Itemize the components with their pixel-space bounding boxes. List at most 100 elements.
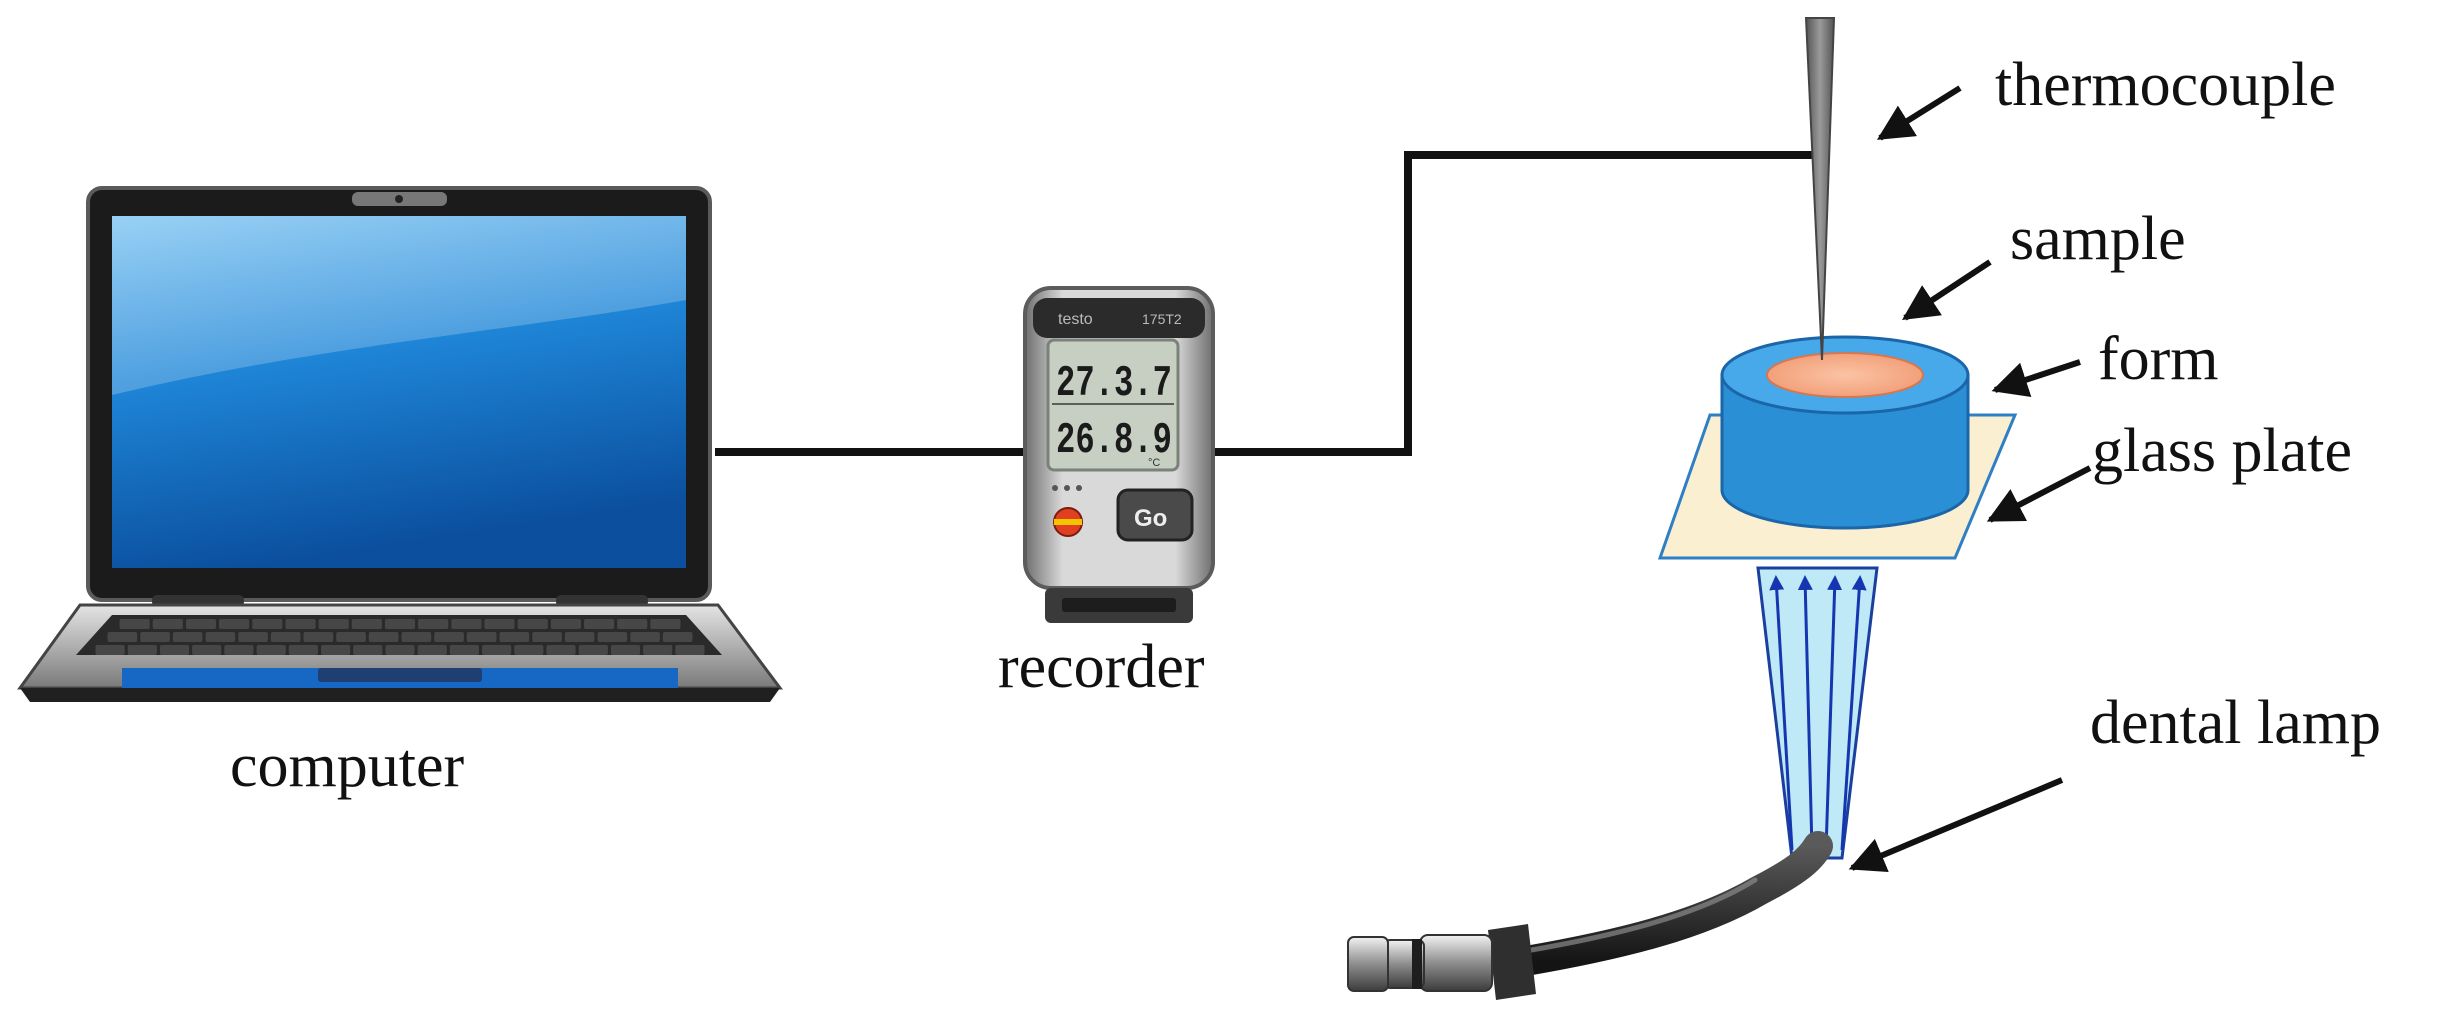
label-computer: computer: [230, 732, 465, 800]
thermocouple-probe: [1804, 17, 1836, 361]
arrow-dental-lamp: [1848, 777, 2064, 873]
label-sample: sample: [2010, 205, 2186, 273]
keyboard-key: [650, 619, 681, 629]
light-ray-left: [1769, 575, 1794, 851]
recorder-device: testo 175T2 27.3.7 26.8.9 °C Go: [1023, 286, 1215, 623]
label-dental-lamp: dental lamp: [2090, 689, 2381, 757]
keyboard-key: [336, 632, 366, 642]
recorder-brand: testo: [1058, 311, 1093, 328]
keyboard-key: [434, 632, 464, 642]
keyboard-key: [610, 645, 641, 655]
keyboard-key: [353, 645, 383, 655]
lamp-hose-highlight: [1517, 877, 1758, 955]
light-ray-center-left: [1797, 575, 1814, 851]
light-rays: [1769, 575, 1867, 851]
keyboard-key: [466, 632, 497, 642]
keyboard-key: [417, 645, 447, 655]
keyboard-key: [318, 619, 349, 629]
lcd-unit: °C: [1148, 457, 1160, 469]
label-glass-plate: glass plate: [2092, 417, 2352, 485]
arrow-sample: [1901, 259, 1992, 321]
recorder-model: 175T2: [1142, 311, 1182, 327]
laptop-trim: [20, 688, 780, 702]
keyboard-key: [185, 619, 217, 629]
keyboard-key: [107, 632, 138, 642]
form-cylinder: [1720, 335, 1970, 530]
status-led-3: [1076, 485, 1082, 491]
keyboard-key: [385, 645, 415, 655]
keyboard-key: [643, 645, 673, 655]
keyboard-key: [675, 645, 705, 655]
go-button-label: Go: [1134, 505, 1167, 532]
keyboard-key: [119, 619, 150, 629]
light-ray-right: [1840, 575, 1867, 851]
status-led-1: [1052, 485, 1058, 491]
keyboard-key: [288, 645, 318, 655]
lamp-collar: [1488, 924, 1536, 1000]
laptop-screen: [112, 216, 686, 568]
keyboard-key: [532, 632, 562, 642]
connector-slot: [1062, 598, 1176, 612]
label-thermocouple: thermocouple: [1995, 51, 2336, 119]
keyboard-key: [152, 619, 183, 629]
keyboard-key: [662, 632, 693, 642]
status-led-2: [1064, 485, 1070, 491]
dental-lamp: [1347, 831, 1833, 1000]
lamp-handle-cap: [1412, 939, 1422, 989]
arrow-form: [1991, 359, 2081, 397]
keyboard-key: [546, 645, 576, 655]
keyboard-key: [418, 619, 449, 629]
light-cone: [1756, 566, 1879, 860]
keyboard-key: [321, 645, 351, 655]
keyboard-key: [192, 645, 222, 655]
keyboard-key: [351, 619, 382, 629]
arrow-thermocouple: [1876, 85, 1962, 141]
keyboard-key: [482, 645, 512, 655]
keyboard-keys: [95, 619, 705, 655]
keyboard-key: [484, 619, 515, 629]
label-form: form: [2098, 325, 2219, 393]
keyboard-key: [205, 632, 236, 642]
keyboard-key: [159, 645, 190, 655]
lamp-handle-section-1: [1419, 934, 1493, 992]
sample-disc: [1766, 352, 1924, 398]
keyboard-key: [127, 645, 157, 655]
keyboard-key: [285, 619, 316, 629]
keyboard-key: [451, 619, 482, 629]
recorder-top-band: [1033, 298, 1205, 338]
keyboard-key: [219, 619, 250, 629]
keyboard-key: [597, 632, 628, 642]
keyboard-key: [224, 645, 254, 655]
keyboard-key: [617, 619, 648, 629]
lamp-hose: [1505, 831, 1833, 977]
arrow-glass-plate: [1986, 465, 2092, 523]
keyboard-key: [172, 632, 203, 642]
keyboard-key: [95, 645, 125, 655]
keyboard-key: [270, 632, 301, 642]
label-recorder: recorder: [998, 633, 1205, 701]
keyboard-key: [256, 645, 286, 655]
pointer-arrows: [1848, 85, 2092, 873]
keyboard-key: [514, 645, 544, 655]
keyboard-key: [140, 632, 170, 642]
lcd-reading-2: 26.8.9: [1056, 416, 1172, 466]
cable-recorder-thermocouple: [1213, 151, 1822, 456]
laptop-computer: [17, 186, 783, 702]
screen-glare: [112, 216, 686, 395]
keyboard-key: [564, 632, 595, 642]
light-ray-center-right: [1824, 575, 1843, 851]
keyboard-key: [584, 619, 615, 629]
webcam-icon: [395, 195, 403, 203]
keyboard-key: [499, 632, 530, 642]
keyboard-key: [384, 619, 416, 629]
keyboard-key: [252, 619, 283, 629]
go-button: [1116, 488, 1194, 542]
keyboard-key: [449, 645, 479, 655]
keyboard-key: [401, 632, 432, 642]
keyboard-key: [578, 645, 608, 655]
keyboard-key: [368, 632, 399, 642]
keyboard-key: [630, 632, 660, 642]
keyboard-key: [303, 632, 334, 642]
keyboard-key: [238, 632, 268, 642]
